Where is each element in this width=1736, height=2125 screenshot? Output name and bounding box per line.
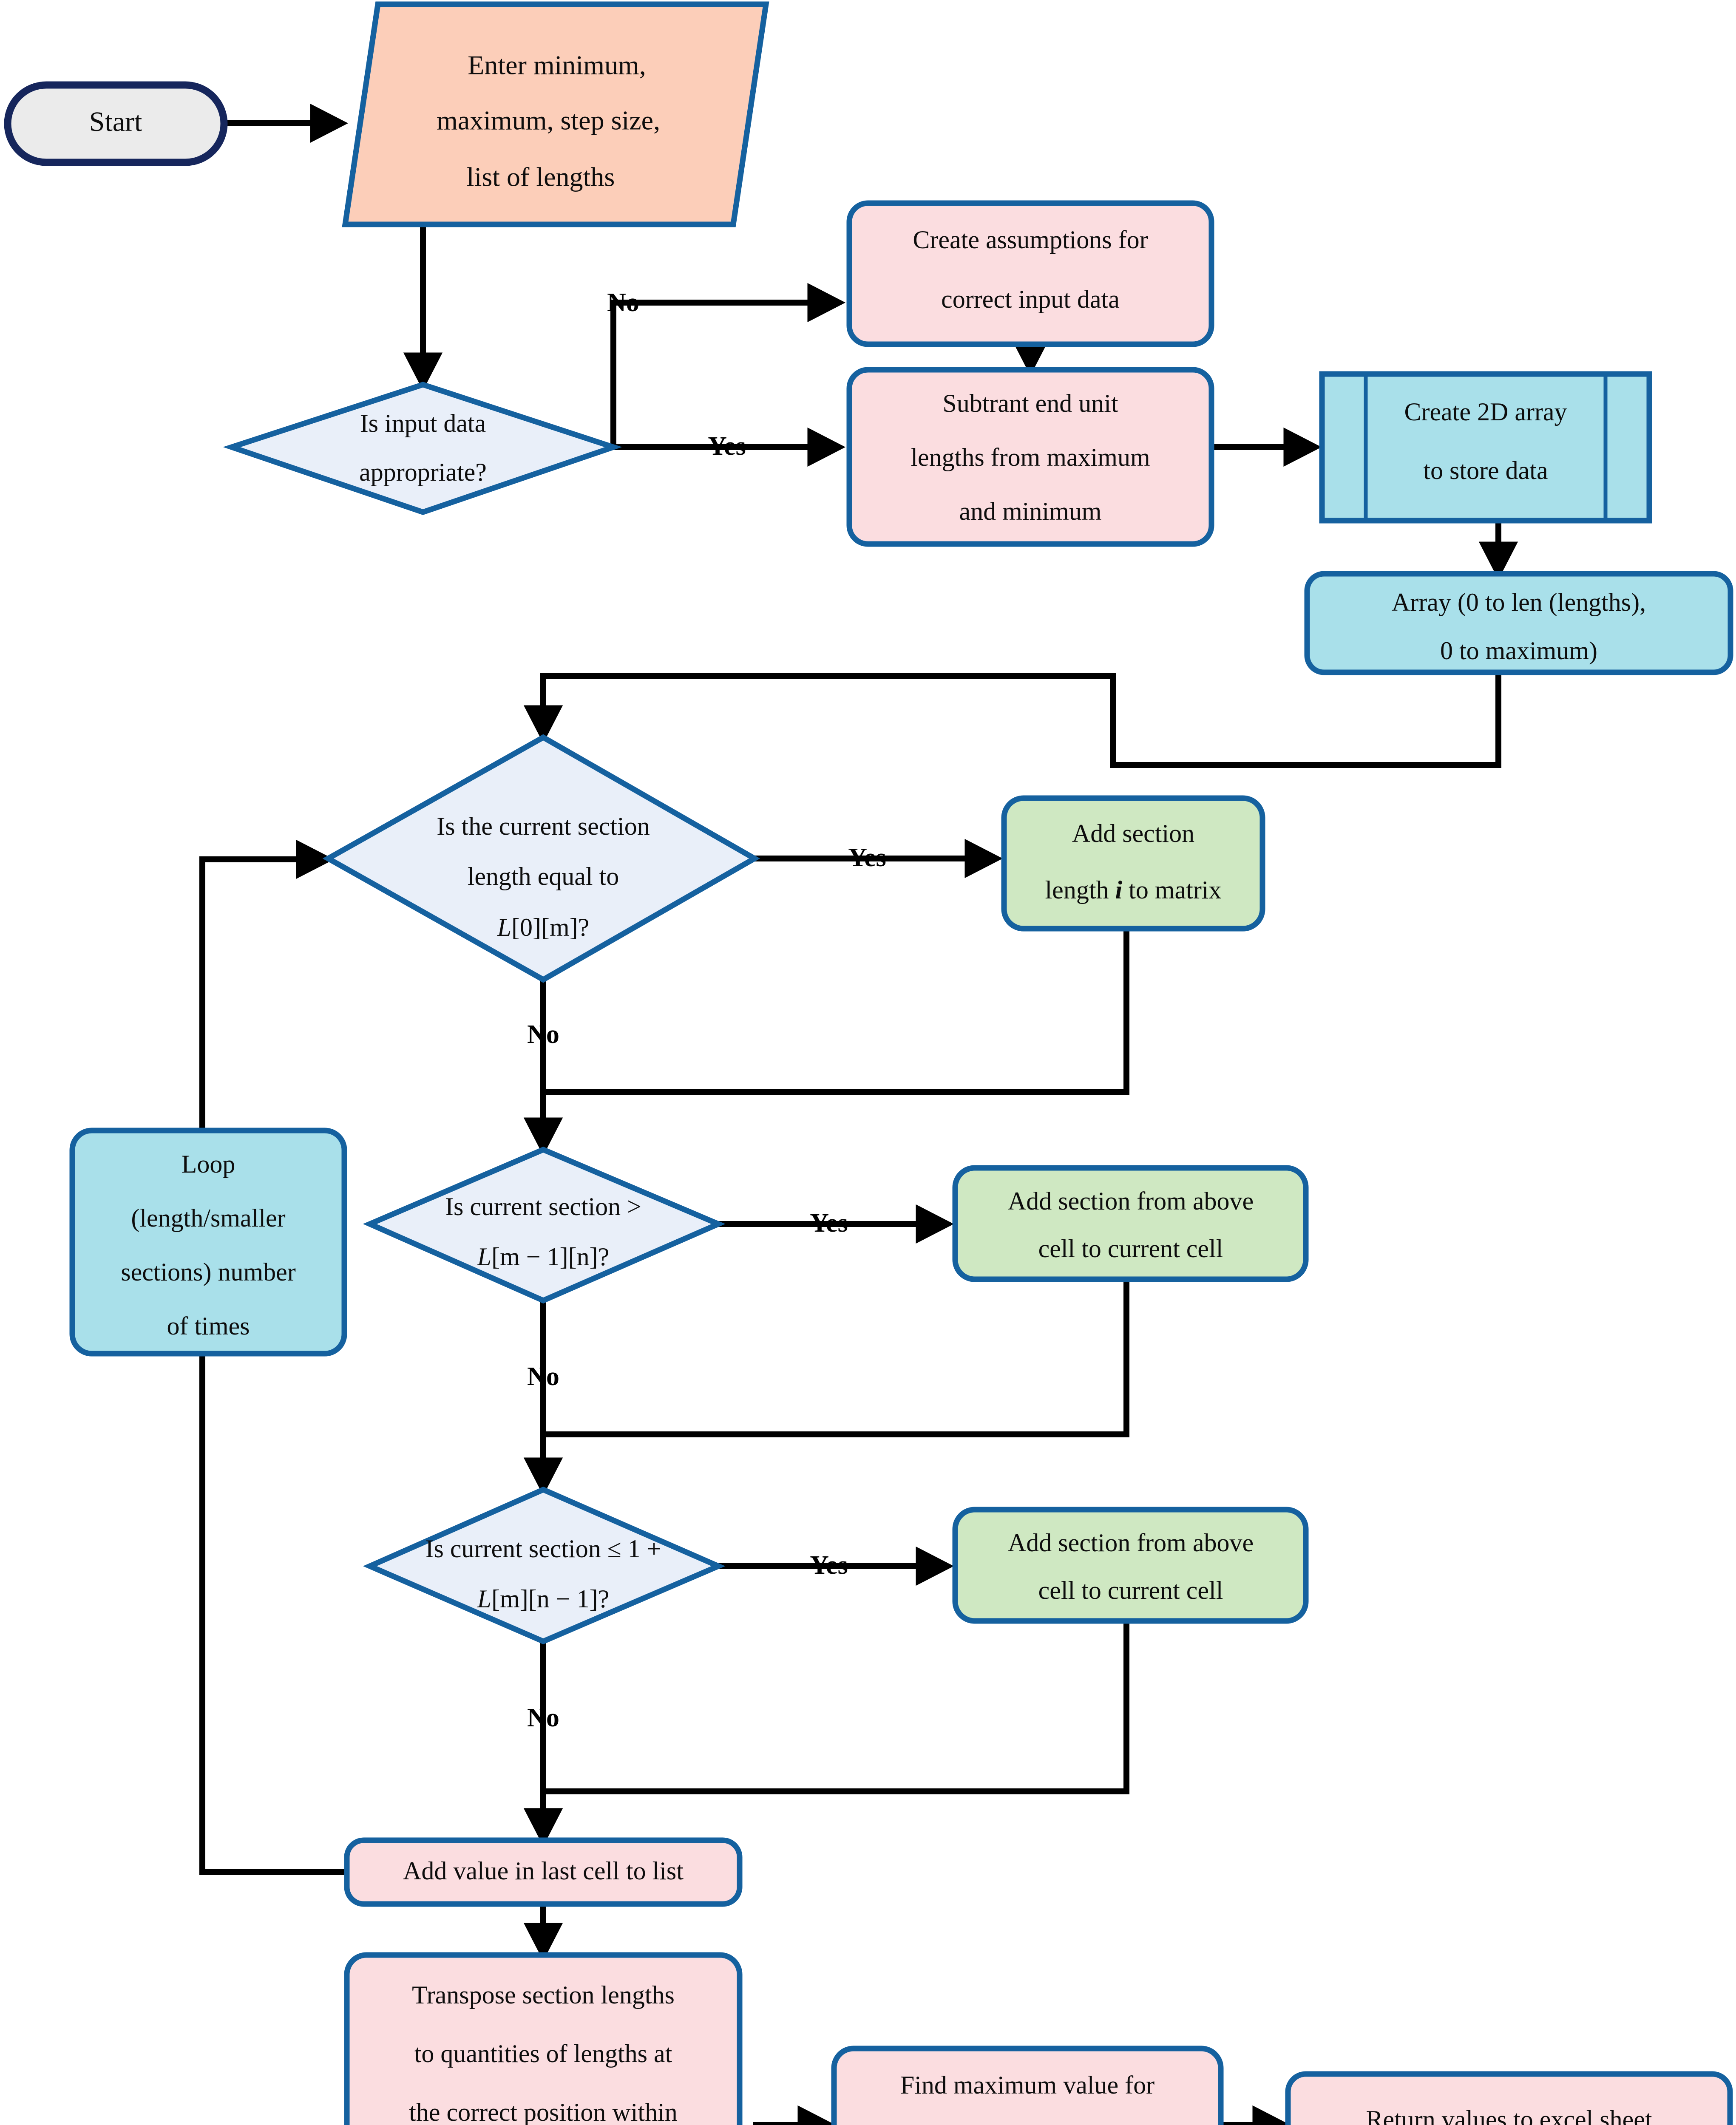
- node-decision-input-appropriate[interactable]: Is input data appropriate?: [223, 382, 622, 515]
- add-above-2-line1: Add section from above: [1008, 1529, 1254, 1557]
- assumptions-line2: correct input data: [941, 285, 1120, 313]
- subtract-line3: and minimum: [959, 497, 1102, 525]
- edge-label-equal-no: No: [527, 1020, 559, 1049]
- decision-equal-line1: Is the current section: [437, 812, 650, 840]
- edge-array-data-to-decision-equal: [523, 672, 1501, 768]
- add-above-1-line1: Add section from above: [1008, 1187, 1254, 1215]
- add-length-i-var: i: [1115, 876, 1123, 904]
- edge-label-leq-no: No: [527, 1703, 559, 1732]
- array-data-line2: 0 to maximum): [1440, 637, 1597, 665]
- node-create-2d-array[interactable]: Create 2D array to store data: [1319, 371, 1652, 524]
- decision-equal-line3: L[0][m]?: [497, 913, 590, 941]
- node-add-section-length-i[interactable]: Add section length i to matrix: [1001, 795, 1265, 932]
- node-input[interactable]: Enter minimum, maximum, step size, list …: [342, 1, 769, 227]
- edge-decision-input-no: [610, 283, 845, 447]
- decision-leq-var: L: [477, 1585, 491, 1613]
- add-above-2-line2: cell to current cell: [1038, 1576, 1223, 1604]
- return-values-line1: Return values to excel sheet: [1366, 2105, 1652, 2125]
- decision-greater-idx: [m − 1][n]?: [491, 1243, 609, 1271]
- transpose-line2: to quantities of lengths at: [414, 2040, 672, 2068]
- input-line1: Enter minimum,: [468, 50, 646, 80]
- transpose-line1: Transpose section lengths: [412, 1981, 675, 2009]
- node-add-above-cell-1[interactable]: Add section from above cell to current c…: [952, 1165, 1309, 1282]
- decision-equal-idx: [0][m]?: [511, 913, 589, 941]
- add-last-cell-line1: Add value in last cell to list: [403, 1857, 684, 1885]
- node-decision-section-leq[interactable]: Is current section ≤ 1 + L[m][n − 1]?: [363, 1486, 726, 1645]
- node-array-data[interactable]: Array (0 to len (lengths), 0 to maximum): [1304, 571, 1733, 675]
- node-add-last-cell-to-list[interactable]: Add value in last cell to list: [344, 1837, 743, 1907]
- add-length-i-line2: length i to matrix: [1045, 876, 1222, 904]
- add-length-i-pre: length: [1045, 876, 1115, 904]
- edge-label-leq-yes: Yes: [810, 1551, 848, 1580]
- node-decision-length-equal[interactable]: Is the current section length equal to L…: [322, 734, 760, 983]
- assumptions-line1: Create assumptions for: [913, 226, 1148, 254]
- subtract-line2: lengths from maximum: [911, 443, 1150, 471]
- node-start[interactable]: Start: [4, 81, 228, 166]
- decision-greater-line1: Is current section >: [445, 1193, 641, 1221]
- decision-input-line2: appropriate?: [359, 458, 487, 486]
- transpose-line3: the correct position within: [409, 2098, 678, 2125]
- node-decision-section-greater[interactable]: Is current section > L[m − 1][n]?: [363, 1146, 726, 1304]
- edge-add-length-i-merge: [523, 929, 1129, 1156]
- edge-loop-back-rail: [199, 839, 344, 1875]
- array-data-line1: Array (0 to len (lengths),: [1392, 588, 1646, 616]
- edge-add-above-2-merge: [523, 1617, 1129, 1846]
- decision-leq-line2: L[m][n − 1]?: [477, 1585, 609, 1613]
- decision-leq-idx: [m][n − 1]?: [491, 1585, 609, 1613]
- add-above-1-line2: cell to current cell: [1038, 1235, 1223, 1263]
- edge-label-greater-no: No: [527, 1362, 559, 1391]
- create-array-line2: to store data: [1423, 456, 1548, 484]
- input-line3: list of lengths: [467, 162, 615, 192]
- node-create-assumptions[interactable]: Create assumptions for correct input dat…: [846, 200, 1214, 347]
- edge-label-input-yes: Yes: [708, 432, 746, 461]
- loop-line2: (length/smaller: [131, 1204, 285, 1232]
- node-transpose[interactable]: Transpose section lengths to quantities …: [344, 1952, 743, 2125]
- create-array-line1: Create 2D array: [1404, 398, 1567, 426]
- add-length-i-line1: Add section: [1072, 819, 1194, 847]
- add-length-i-post: to matrix: [1122, 876, 1221, 904]
- edge-label-equal-yes: Yes: [848, 843, 886, 872]
- node-loop[interactable]: Loop (length/smaller sections) number of…: [69, 1128, 347, 1357]
- decision-equal-var: L: [497, 913, 511, 941]
- loop-line4: of times: [167, 1312, 250, 1340]
- find-max-line1: Find maximum value for: [900, 2071, 1154, 2099]
- edge-add-above-1-merge: [523, 1273, 1129, 1496]
- decision-greater-var: L: [477, 1243, 491, 1271]
- node-add-above-cell-2[interactable]: Add section from above cell to current c…: [952, 1507, 1309, 1624]
- node-find-max[interactable]: Find maximum value for each length: [831, 2046, 1224, 2125]
- decision-greater-line2: L[m − 1][n]?: [477, 1243, 609, 1271]
- input-line2: maximum, step size,: [437, 105, 660, 136]
- decision-equal-line2: length equal to: [468, 862, 619, 890]
- decision-input-line1: Is input data: [360, 409, 486, 437]
- loop-line3: sections) number: [121, 1258, 296, 1286]
- start-label: Start: [89, 106, 142, 137]
- edge-label-input-no: No: [607, 288, 639, 317]
- edge-label-greater-yes: Yes: [810, 1209, 848, 1238]
- loop-line1: Loop: [182, 1150, 235, 1178]
- node-subtract-end-unit[interactable]: Subtrant end unit lengths from maximum a…: [846, 367, 1214, 547]
- node-return-values[interactable]: Return values to excel sheet: [1285, 2071, 1733, 2125]
- subtract-line1: Subtrant end unit: [942, 389, 1118, 417]
- decision-leq-line1: Is current section ≤ 1 +: [425, 1535, 661, 1563]
